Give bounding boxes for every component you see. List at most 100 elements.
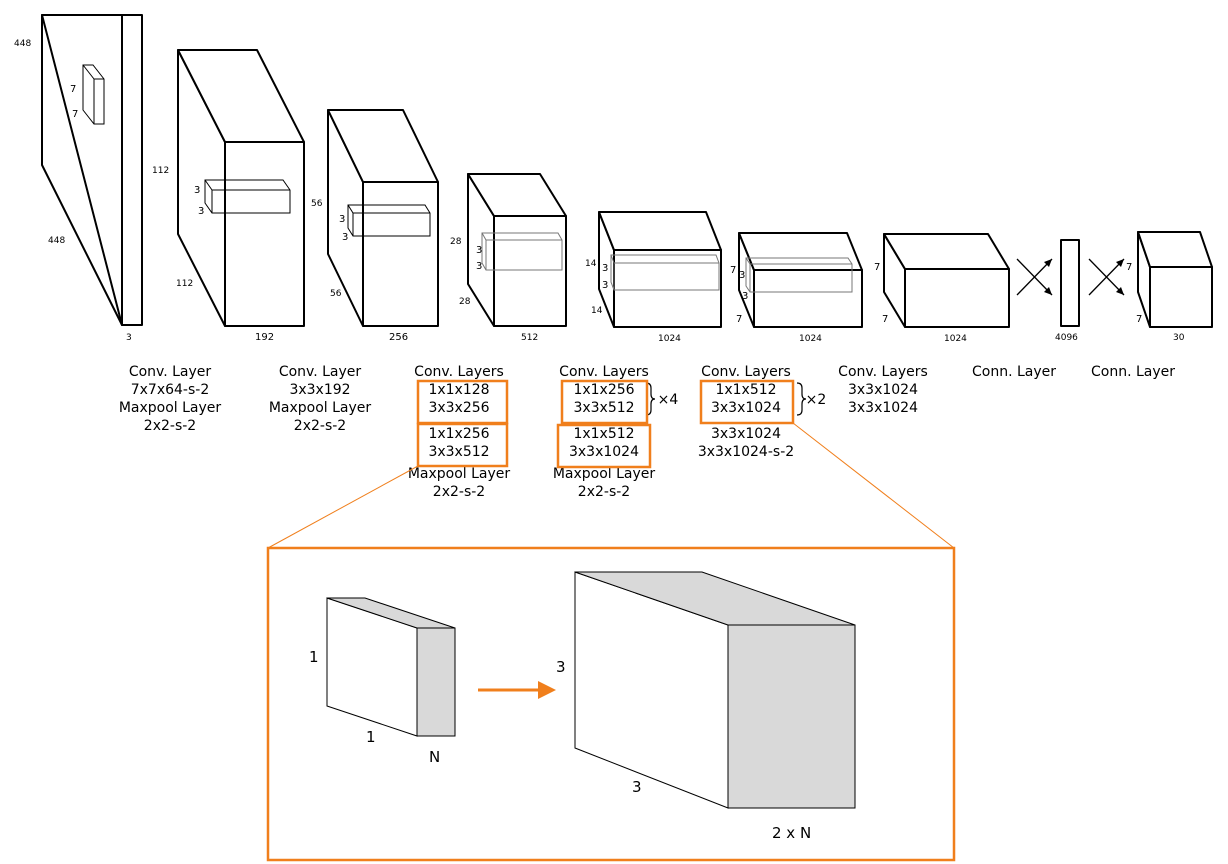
caption-line: Conv. Layer bbox=[279, 364, 362, 380]
caption-layer-2: Conv. Layer 3x3x192 Maxpool Layer 2x2-s-… bbox=[269, 364, 372, 434]
small-depth-label: N bbox=[429, 748, 440, 766]
block-56x56x256: 56 56 256 3 3 bbox=[311, 109, 439, 343]
b1-width-label: 112 bbox=[176, 279, 193, 289]
caption-line: Conv. Layer bbox=[129, 364, 212, 380]
input-width-label: 448 bbox=[48, 236, 65, 246]
b3-kernel-w-label: 3 bbox=[476, 261, 482, 272]
caption-line: Conn. Layer bbox=[972, 364, 1056, 380]
caption-line: 2x2-s-2 bbox=[578, 484, 630, 500]
repeat-brace-x4 bbox=[645, 382, 656, 416]
caption-line: 2x2-s-2 bbox=[433, 484, 485, 500]
caption-line: 1x1x256 bbox=[573, 382, 634, 398]
b2-depth-label: 256 bbox=[389, 332, 408, 343]
highlight-box-5 bbox=[699, 379, 795, 425]
zoom-connector-right bbox=[792, 422, 955, 549]
block-7x7x1024-a: 7 7 1024 3 3 bbox=[730, 232, 863, 344]
caption-layer-5: Conv. Layers 1x1x512 3x3x1024 ×2 3x3x102… bbox=[698, 364, 826, 460]
b2-kernel-h-label: 3 bbox=[339, 214, 345, 225]
caption-line: Conv. Layers bbox=[838, 364, 928, 380]
b4-kernel-h-label: 3 bbox=[602, 263, 608, 274]
b1-kernel-w-label: 3 bbox=[198, 206, 204, 217]
caption-line: Conv. Layers bbox=[559, 364, 649, 380]
b1-height-label: 112 bbox=[152, 166, 169, 176]
b6-height-label: 7 bbox=[874, 262, 880, 273]
caption-line: 3x3x1024 bbox=[848, 400, 918, 416]
b3-width-label: 28 bbox=[459, 297, 471, 307]
input-block: 448 448 3 7 7 bbox=[14, 14, 143, 343]
b3-kernel-h-label: 3 bbox=[476, 245, 482, 256]
b6-width-label: 7 bbox=[882, 314, 888, 325]
out-width-label: 7 bbox=[1136, 314, 1142, 325]
transform-arrow bbox=[478, 681, 556, 699]
b4-kernel-w-label: 3 bbox=[602, 280, 608, 291]
caption-line: Maxpool Layer bbox=[119, 400, 222, 416]
b1-depth-label: 192 bbox=[255, 332, 274, 343]
b1-kernel-h-label: 3 bbox=[194, 185, 200, 196]
b4-depth-label: 1024 bbox=[658, 334, 681, 344]
small-1x1-block: 1 1 N bbox=[309, 597, 456, 766]
small-height-label: 1 bbox=[309, 648, 319, 666]
b5-depth-label: 1024 bbox=[799, 334, 822, 344]
out-depth-label: 30 bbox=[1173, 333, 1185, 343]
caption-layer-4: Conv. Layers 1x1x256 3x3x512 ×4 1x1x512 … bbox=[553, 364, 679, 500]
caption-line: 3x3x1024 bbox=[569, 444, 639, 460]
caption-layer-7: Conn. Layer bbox=[972, 364, 1056, 380]
caption-line: 3x3x512 bbox=[573, 400, 634, 416]
b5-kernel-h-label: 3 bbox=[739, 270, 745, 281]
input-kernel-w-label: 7 bbox=[72, 109, 78, 120]
b5-width-label: 7 bbox=[736, 314, 742, 325]
caption-line: 3x3x256 bbox=[428, 400, 489, 416]
caption-line: 7x7x64-s-2 bbox=[131, 382, 210, 398]
fc-4096-block: 4096 bbox=[1055, 239, 1080, 343]
caption-layer-1: Conv. Layer 7x7x64-s-2 Maxpool Layer 2x2… bbox=[119, 364, 222, 434]
out-height-label: 7 bbox=[1126, 262, 1132, 273]
input-height-label: 448 bbox=[14, 39, 31, 49]
caption-line: 1x1x256 bbox=[428, 426, 489, 442]
caption-line: Conn. Layer bbox=[1091, 364, 1175, 380]
caption-line: Maxpool Layer bbox=[553, 466, 656, 482]
caption-line: 2x2-s-2 bbox=[144, 418, 196, 434]
repeat-brace-x2 bbox=[796, 382, 807, 416]
caption-line: Conv. Layers bbox=[414, 364, 504, 380]
caption-line: Maxpool Layer bbox=[269, 400, 372, 416]
highlight-box-2 bbox=[416, 422, 509, 468]
caption-line: 3x3x1024 bbox=[711, 426, 781, 442]
caption-layer-6: Conv. Layers 3x3x1024 3x3x1024 bbox=[838, 364, 928, 416]
caption-line: 1x1x128 bbox=[428, 382, 489, 398]
b3-height-label: 28 bbox=[450, 237, 462, 247]
caption-line: Maxpool Layer bbox=[408, 466, 511, 482]
caption-line: 2x2-s-2 bbox=[294, 418, 346, 434]
fully-connected-arrows-1 bbox=[1016, 258, 1053, 296]
caption-line: 3x3x1024 bbox=[848, 382, 918, 398]
zoom-panel bbox=[266, 546, 956, 862]
b4-width-label: 14 bbox=[591, 306, 603, 316]
highlight-box-3 bbox=[560, 379, 649, 425]
zoom-connector-left bbox=[267, 465, 419, 549]
b2-width-label: 56 bbox=[330, 289, 342, 299]
block-28x28x512: 28 28 512 3 3 bbox=[450, 173, 567, 343]
input-kernel-h-label: 7 bbox=[70, 84, 76, 95]
caption-line: 1x1x512 bbox=[715, 382, 776, 398]
highlight-box-4 bbox=[556, 423, 652, 469]
b2-height-label: 56 bbox=[311, 199, 323, 209]
caption-layer-8: Conn. Layer bbox=[1091, 364, 1175, 380]
caption-line: 1x1x512 bbox=[573, 426, 634, 442]
caption-layer-3: Conv. Layers 1x1x128 3x3x256 1x1x256 3x3… bbox=[408, 364, 511, 500]
b4-height-label: 14 bbox=[585, 259, 597, 269]
large-height-label: 3 bbox=[556, 658, 566, 676]
caption-line: 3x3x512 bbox=[428, 444, 489, 460]
caption-line: 3x3x192 bbox=[289, 382, 350, 398]
large-width-label: 3 bbox=[632, 778, 642, 796]
block-112x112x192: 112 112 192 3 3 bbox=[152, 49, 305, 343]
repeat-x4-label: ×4 bbox=[658, 392, 679, 408]
large-3x3-block: 3 3 2 x N bbox=[556, 571, 856, 842]
b5-height-label: 7 bbox=[730, 265, 736, 276]
fully-connected-arrows-2 bbox=[1088, 258, 1125, 296]
fc-depth-label: 4096 bbox=[1055, 333, 1078, 343]
b2-kernel-w-label: 3 bbox=[342, 232, 348, 243]
caption-line: 3x3x1024 bbox=[711, 400, 781, 416]
block-14x14x1024: 14 14 1024 3 3 bbox=[585, 211, 722, 344]
input-depth-label: 3 bbox=[126, 333, 132, 343]
b3-depth-label: 512 bbox=[521, 333, 538, 343]
